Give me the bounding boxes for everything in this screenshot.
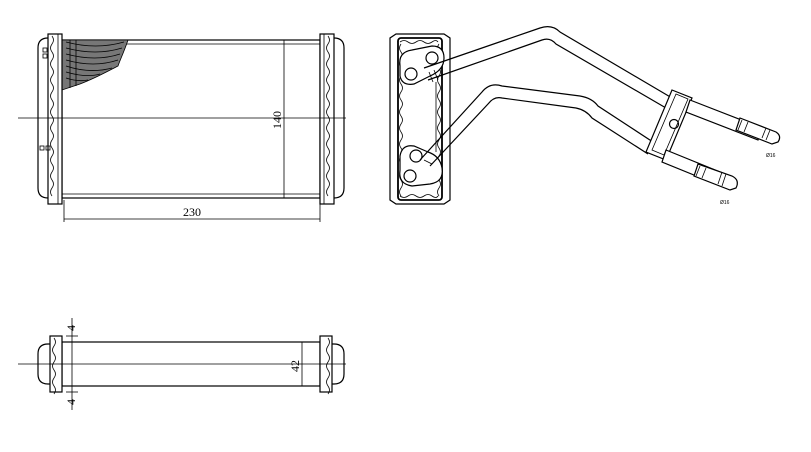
upper-outlet-tube (685, 99, 781, 145)
depth-dimension-label: 42 (288, 360, 302, 372)
fin-hatch (61, 39, 129, 91)
top-view: 42 4 4 (18, 318, 346, 410)
depth-dimension: 42 (288, 341, 307, 387)
height-dimension-label: 140 (270, 111, 284, 129)
lower-flange (399, 145, 443, 187)
top-left-tank (37, 335, 63, 395)
right-tank (319, 33, 345, 205)
width-dimension: 230 (63, 200, 321, 222)
height-dimension: 140 (270, 39, 289, 199)
upper-pipe (423, 26, 673, 109)
side-view: Ø16 Ø16 (389, 26, 781, 206)
upper-flange (399, 45, 445, 85)
tank-thickness-dimension: 4 4 (64, 318, 78, 410)
top-right-tank (319, 335, 345, 395)
lower-pipe (419, 84, 657, 167)
lower-outlet-label: Ø16 (720, 200, 730, 206)
front-view: 140 230 (18, 33, 346, 222)
tank-bottom-dimension-label: 4 (64, 399, 78, 405)
width-dimension-label: 230 (183, 205, 201, 219)
left-tank (37, 33, 63, 205)
upper-outlet-label: Ø16 (766, 153, 776, 159)
lower-outlet-tube (661, 149, 738, 191)
tank-top-dimension-label: 4 (64, 325, 78, 331)
